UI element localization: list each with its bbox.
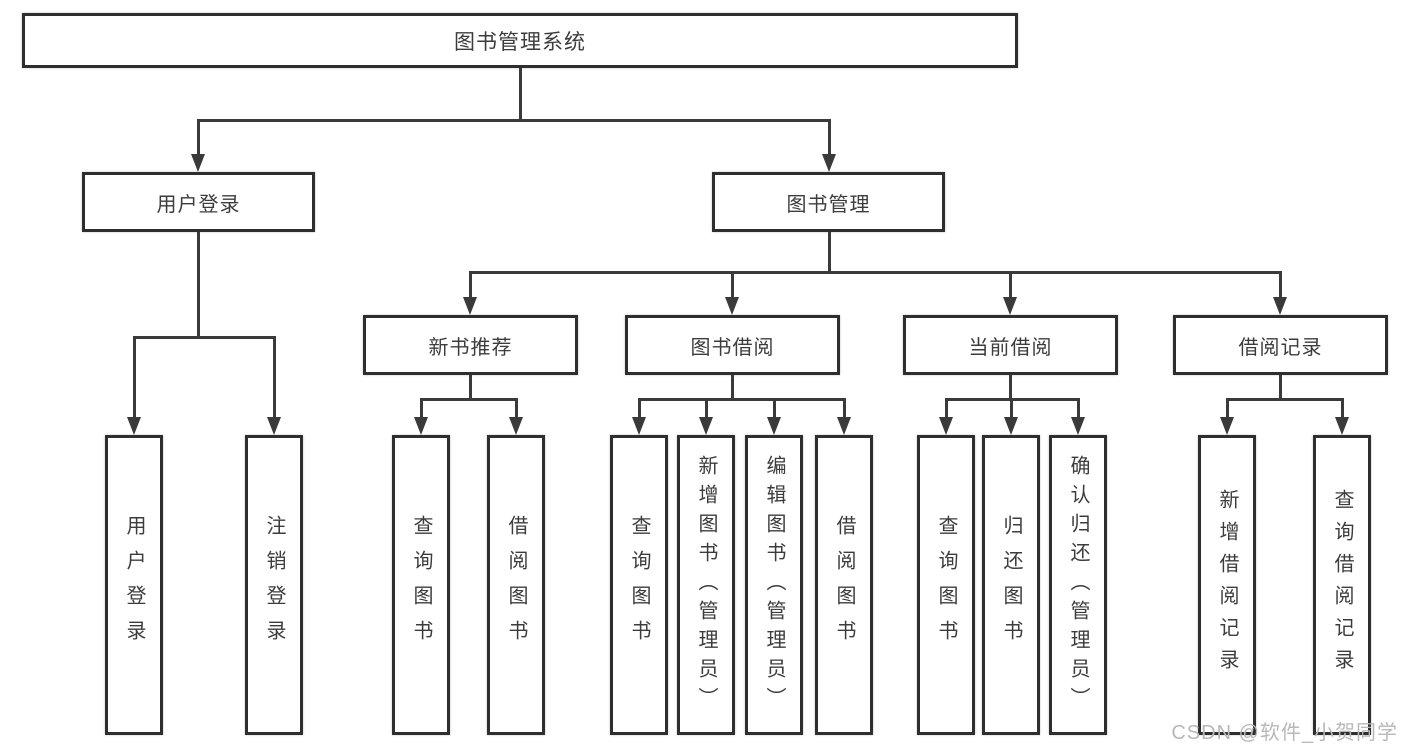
connector-root-rail xyxy=(197,119,831,122)
node-label: 图书管理系统 xyxy=(454,30,586,54)
connector-drop-current-borrowing xyxy=(1009,271,1012,297)
connector-drop xyxy=(1010,398,1013,417)
node-label: 注销登录 xyxy=(263,515,285,655)
connector-mgmt-rail xyxy=(469,271,1282,274)
connector-mgmt-stub xyxy=(828,232,831,272)
node-label: 查询图书 xyxy=(410,515,432,655)
connector-drop-borrow-records xyxy=(1279,271,1282,297)
arrowhead xyxy=(632,417,646,435)
arrowhead xyxy=(1335,417,1349,435)
connector-drop-book-management xyxy=(828,119,831,156)
watermark: CSDN @软件_小贺同学 xyxy=(1171,722,1398,744)
leaf-query-books-borrowing: 查询图书 xyxy=(610,435,668,735)
arrowhead xyxy=(767,417,781,435)
node-book-borrowing: 图书借阅 xyxy=(625,315,840,375)
connector-drop xyxy=(945,398,948,417)
leaf-borrow-books-borrowing: 借阅图书 xyxy=(815,435,873,735)
node-label: 确认归还（管理员） xyxy=(1067,454,1089,716)
connector-records-stub xyxy=(1279,375,1282,399)
arrowhead xyxy=(414,417,428,435)
node-label: 编辑图书（管理员） xyxy=(763,454,785,716)
connector-records-rail xyxy=(1226,398,1344,401)
arrowhead xyxy=(1220,417,1234,435)
node-label: 用户登录 xyxy=(123,515,145,655)
arrowhead-book-borrowing xyxy=(725,297,739,315)
connector-drop-user-login xyxy=(197,119,200,156)
arrowhead xyxy=(837,417,851,435)
arrowhead xyxy=(509,417,523,435)
leaf-return-books: 归还图书 xyxy=(982,435,1040,735)
connector-drop xyxy=(843,398,846,417)
leaf-query-books-current: 查询图书 xyxy=(917,435,975,735)
node-label: 新书推荐 xyxy=(428,336,513,359)
node-label: 新增图书（管理员） xyxy=(695,454,717,716)
arrowhead-current-borrowing xyxy=(1003,297,1017,315)
leaf-query-borrow-record: 查询借阅记录 xyxy=(1313,435,1371,735)
node-label: 借阅图书 xyxy=(833,515,855,655)
leaf-query-books-recommend: 查询图书 xyxy=(392,435,450,735)
connector-borrowing-rail xyxy=(638,398,846,401)
arrowhead-new-book xyxy=(463,297,477,315)
connector-drop xyxy=(638,398,641,417)
connector-newbook-rail xyxy=(420,398,518,401)
connector-drop-leaf-logout xyxy=(273,336,276,417)
connector-login-rail xyxy=(133,336,276,339)
leaf-edit-books-admin: 编辑图书（管理员） xyxy=(745,435,803,735)
leaf-logout: 注销登录 xyxy=(245,435,303,735)
leaf-confirm-return-admin: 确认归还（管理员） xyxy=(1049,435,1107,735)
arrowhead xyxy=(1071,417,1085,435)
connector-drop xyxy=(1077,398,1080,417)
connector-drop xyxy=(1226,398,1229,417)
leaf-add-borrow-record: 新增借阅记录 xyxy=(1198,435,1256,735)
node-label: 借阅记录 xyxy=(1238,336,1323,359)
node-label: 查询图书 xyxy=(935,515,957,655)
node-user-login-branch: 用户登录 xyxy=(82,172,315,232)
node-library-management-system: 图书管理系统 xyxy=(22,13,1018,68)
node-current-borrowing: 当前借阅 xyxy=(903,315,1118,375)
node-label: 查询借阅记录 xyxy=(1331,489,1353,681)
node-label: 当前借阅 xyxy=(968,336,1053,359)
connector-current-stub xyxy=(1009,375,1012,399)
arrowhead-leaf-logout xyxy=(267,417,281,435)
node-label: 用户登录 xyxy=(156,193,241,216)
node-label: 归还图书 xyxy=(1000,515,1022,655)
connector-drop-book-borrowing xyxy=(731,271,734,297)
arrowhead-borrow-records xyxy=(1273,297,1287,315)
connector-drop xyxy=(773,398,776,417)
arrowhead xyxy=(699,417,713,435)
connector-borrowing-stub xyxy=(731,375,734,399)
node-label: 查询图书 xyxy=(628,515,650,655)
arrowhead-user-login xyxy=(191,154,205,172)
leaf-user-login: 用户登录 xyxy=(105,435,163,735)
connector-drop-leaf-user-login xyxy=(133,336,136,417)
connector-drop xyxy=(705,398,708,417)
arrowhead-book-management xyxy=(822,154,836,172)
connector-drop xyxy=(515,398,518,417)
arrowhead-leaf-user-login xyxy=(127,417,141,435)
connector-root-stub xyxy=(519,68,522,120)
node-label: 借阅图书 xyxy=(505,515,527,655)
connector-newbook-stub xyxy=(469,375,472,399)
leaf-add-books-admin: 新增图书（管理员） xyxy=(677,435,735,735)
connector-login-stub xyxy=(197,232,200,337)
arrowhead xyxy=(1004,417,1018,435)
connector-drop xyxy=(1341,398,1344,417)
node-new-book-recommendation: 新书推荐 xyxy=(363,315,578,375)
node-borrowing-records: 借阅记录 xyxy=(1173,315,1388,375)
leaf-borrow-books-recommend: 借阅图书 xyxy=(487,435,545,735)
node-label: 图书借阅 xyxy=(690,336,775,359)
node-label: 新增借阅记录 xyxy=(1216,489,1238,681)
node-book-management: 图书管理 xyxy=(712,172,945,232)
arrowhead xyxy=(939,417,953,435)
connector-drop xyxy=(420,398,423,417)
connector-drop-new-book xyxy=(469,271,472,297)
node-label: 图书管理 xyxy=(786,193,871,216)
